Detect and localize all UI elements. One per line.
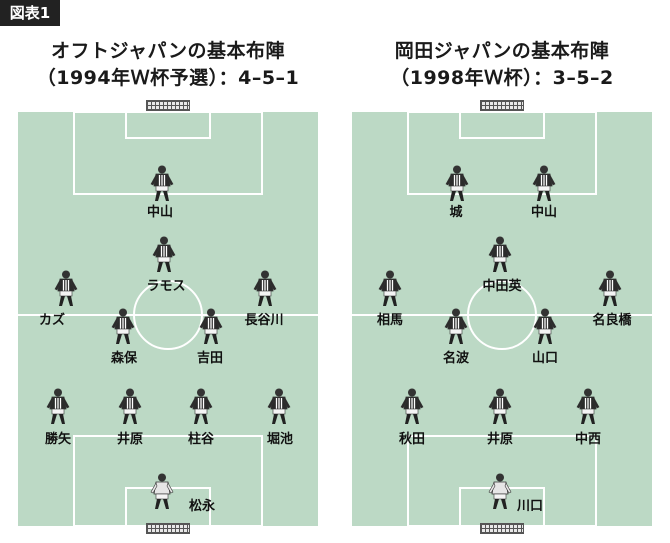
player-figure-icon [530, 307, 560, 347]
top-goal [480, 100, 524, 111]
player-name: 川口 [516, 499, 544, 514]
player-name: 山口 [531, 351, 559, 366]
player-figure-icon [149, 235, 179, 275]
player-figure-icon [485, 387, 515, 427]
player-figure-icon [43, 387, 73, 427]
pitch-markings [352, 112, 652, 526]
player-figure-icon [196, 307, 226, 347]
player-name: 井原 [486, 432, 514, 447]
player-name: 秋田 [398, 432, 426, 447]
player-name: 長谷川 [244, 313, 284, 328]
player-figure-icon [115, 387, 145, 427]
player-name: 勝矢 [44, 432, 72, 447]
player-figure-icon [250, 269, 280, 309]
player-name: 井原 [116, 432, 144, 447]
player-name: 中山 [530, 205, 558, 220]
player-figure-icon [147, 164, 177, 204]
goalkeeper-figure-icon [147, 472, 177, 512]
panel-title: オフトジャパンの基本布陣 [50, 40, 285, 62]
panel-subtitle: （1998年Ｗ杯）：3–5–2 [390, 67, 614, 89]
player-name: 中山 [146, 205, 174, 220]
player-figure-icon [264, 387, 294, 427]
player-name: ラモス [146, 279, 186, 294]
player-figure-icon [573, 387, 603, 427]
panel-title: 岡田ジャパンの基本布陣 [394, 40, 610, 62]
player-figure-icon [595, 269, 625, 309]
player-figure-icon [186, 387, 216, 427]
player-name: 名波 [442, 351, 470, 366]
player-name: カズ [38, 313, 66, 328]
goalkeeper-figure-icon [485, 472, 515, 512]
formation-panel-1994: オフトジャパンの基本布陣 （1994年Ｗ杯予選）：4–5–1 中山ラモスカズ 長谷… [18, 0, 318, 543]
player-figure-icon [485, 235, 515, 275]
bottom-goal [480, 523, 524, 534]
player-figure-icon [108, 307, 138, 347]
player-figure-icon [51, 269, 81, 309]
player-name: 吉田 [196, 351, 224, 366]
player-figure-icon [441, 307, 471, 347]
player-name: 堀池 [266, 432, 294, 447]
bottom-goal [146, 523, 190, 534]
figure-label: 図表1 [0, 0, 60, 26]
player-figure-icon [375, 269, 405, 309]
player-figure-icon [529, 164, 559, 204]
player-figure-icon [397, 387, 427, 427]
player-name: 相馬 [376, 313, 404, 328]
player-name: 中西 [574, 432, 602, 447]
top-goal [146, 100, 190, 111]
player-name: 名良橋 [592, 313, 632, 328]
player-name: 松永 [188, 499, 216, 514]
player-name: 森保 [110, 351, 138, 366]
formation-panel-1998: 岡田ジャパンの基本布陣 （1998年Ｗ杯）：3–5–2 城 中山中田英相馬 名良橋名… [352, 0, 652, 543]
player-name: 柱谷 [187, 432, 215, 447]
pitch [352, 112, 652, 526]
panel-subtitle: （1994年Ｗ杯予選）：4–5–1 [36, 67, 300, 89]
player-figure-icon [442, 164, 472, 204]
player-name: 中田英 [482, 279, 522, 294]
player-name: 城 [449, 205, 463, 220]
